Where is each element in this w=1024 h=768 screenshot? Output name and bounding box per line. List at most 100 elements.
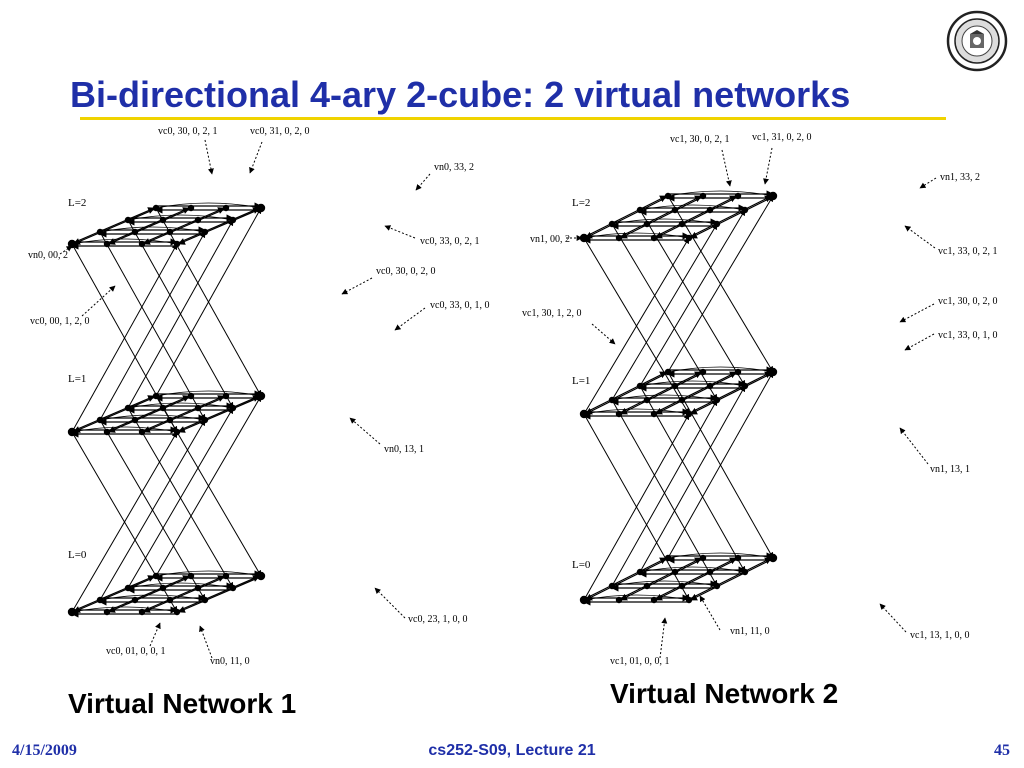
label-pointer — [384, 225, 416, 239]
inter-level-edge — [611, 399, 718, 587]
grid-edge — [140, 575, 226, 613]
grid-edge — [689, 371, 775, 415]
label-pointer — [394, 307, 426, 331]
label-pointer — [904, 225, 936, 249]
grid-edge — [687, 371, 773, 415]
grid-edge — [584, 195, 670, 239]
grid-edge — [689, 195, 775, 239]
wrap-edge — [639, 566, 746, 573]
grid-edge — [105, 395, 191, 433]
channel-label: vn1, 11, 0 — [730, 626, 770, 637]
channel-label: vc0, 23, 1, 0, 0 — [408, 614, 467, 625]
grid-edge — [140, 395, 226, 433]
grid-edge — [177, 575, 263, 613]
grid-edge — [175, 395, 261, 433]
label-pointer — [763, 147, 773, 185]
level-label: L=1 — [68, 373, 86, 385]
caption-virtual-network-2: Virtual Network 2 — [610, 678, 839, 709]
router-node — [671, 568, 679, 576]
router-node — [650, 596, 658, 604]
grid-edge — [70, 575, 156, 613]
wrap-edge — [583, 408, 690, 415]
channel-label: vc1, 13, 1, 0, 0 — [910, 630, 969, 641]
label-pointer — [699, 595, 721, 631]
grid-edge — [142, 207, 228, 245]
router-node — [678, 396, 686, 404]
channel-label: vc0, 00, 1, 2, 0 — [30, 316, 89, 327]
router-node — [706, 206, 714, 214]
label-pointer — [349, 417, 381, 445]
channel-label: vc1, 33, 0, 2, 1 — [938, 246, 997, 257]
wrap-edge — [127, 402, 234, 409]
grid-edge — [654, 195, 740, 239]
grid-edge — [652, 557, 738, 601]
grid-edge — [687, 195, 773, 239]
footer-date: 4/15/2009 — [12, 742, 77, 759]
grid-edge — [584, 371, 670, 415]
wrap-edge — [611, 580, 718, 587]
router-node — [650, 410, 658, 418]
wrap-edge — [127, 582, 234, 589]
router-node — [103, 608, 111, 616]
grid-edge — [582, 557, 668, 601]
grid-edge — [584, 557, 670, 601]
wrap-edge — [71, 238, 178, 245]
grid-edge — [617, 557, 703, 601]
router-node — [734, 192, 742, 200]
channel-label: vc1, 33, 0, 1, 0 — [938, 330, 997, 341]
inter-level-edge — [127, 407, 234, 589]
grid-edge — [687, 557, 773, 601]
grid-edge — [175, 207, 261, 245]
grid-edge — [107, 395, 193, 433]
grid-edge — [617, 371, 703, 415]
label-pointer — [81, 285, 116, 317]
router-node — [699, 192, 707, 200]
label-pointer — [204, 139, 214, 175]
title-underline — [80, 117, 946, 120]
grid-edge — [105, 575, 191, 613]
wrap-edge — [611, 218, 718, 225]
inter-level-edge — [71, 243, 178, 433]
router-node — [222, 204, 230, 212]
inter-level-edge — [639, 209, 746, 387]
wrap-edge — [99, 594, 206, 601]
university-seal-icon — [946, 10, 1008, 72]
grid-edge — [142, 395, 228, 433]
label-pointer — [879, 603, 907, 633]
channel-label: vn1, 13, 1 — [930, 464, 970, 475]
label-pointer — [249, 141, 263, 174]
channel-label: vn0, 00, 2 — [28, 250, 68, 261]
wrap-edge — [667, 190, 774, 197]
grid-edge — [72, 207, 158, 245]
grid-edge — [177, 207, 263, 245]
channel-label: vc0, 30, 0, 2, 0 — [376, 266, 435, 277]
grid-edge — [70, 395, 156, 433]
inter-level-edge — [639, 385, 746, 573]
inter-level-edge — [155, 207, 262, 397]
wrap-edge — [639, 380, 746, 387]
footer-page-number: 45 — [994, 742, 1010, 759]
label-pointer — [415, 173, 431, 191]
level-label: L=1 — [572, 375, 590, 387]
grid-edge — [689, 557, 775, 601]
router-node — [187, 204, 195, 212]
wrap-edge — [71, 606, 178, 613]
grid-edge — [107, 207, 193, 245]
wrap-edge — [127, 214, 234, 221]
inter-level-edge — [99, 231, 206, 421]
wrap-edge — [99, 414, 206, 421]
grid-edge — [654, 557, 740, 601]
grid-edge — [140, 207, 226, 245]
level-label: L=0 — [572, 559, 591, 571]
inter-level-edge — [611, 223, 718, 401]
channel-label: vc0, 01, 0, 0, 1 — [106, 646, 165, 657]
channel-label: vc1, 31, 0, 2, 0 — [752, 132, 811, 143]
channel-label: vc1, 30, 0, 2, 1 — [670, 134, 729, 145]
wrap-edge — [155, 202, 262, 209]
slide-title: Bi-directional 4-ary 2-cube: 2 virtual n… — [70, 74, 851, 115]
grid-edge — [617, 195, 703, 239]
label-pointer — [659, 617, 668, 659]
label-pointer — [721, 149, 732, 187]
